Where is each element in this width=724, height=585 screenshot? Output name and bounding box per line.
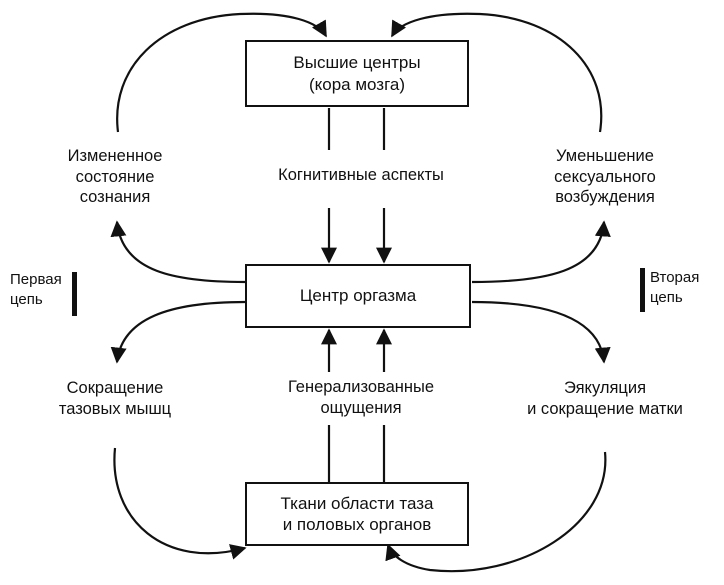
arc-center-to-pelvic xyxy=(110,300,246,364)
higher-centers-line1: Высшие центры xyxy=(293,53,421,73)
arc-decrease-to-top xyxy=(391,12,603,133)
arc-pelvic-to-bottom xyxy=(113,447,247,560)
pelvic-tissues-line2: и половых органов xyxy=(282,515,432,534)
first-chain-label: Первая цепь xyxy=(10,271,62,308)
decreased-arousal-label: Уменьшение сексуального возбуждения xyxy=(554,147,656,207)
orgasm-center-label: Центр оргазма xyxy=(299,286,417,306)
pelvic-tissues-box: Ткани области таза и половых органов xyxy=(245,482,469,546)
cognitive-aspects-label: Когнитивные аспекты xyxy=(278,166,444,184)
arc-altered-to-top xyxy=(116,12,327,133)
arc-ejaculation-to-bottom xyxy=(385,451,607,573)
orgasm-center-box: Центр оргазма xyxy=(245,264,471,328)
pelvic-contraction-label: Сокращение тазовых мышц xyxy=(58,379,172,418)
arc-center-to-decrease xyxy=(471,220,611,284)
higher-centers-box: Высшие центры (кора мозга) xyxy=(245,40,469,107)
arc-center-to-altered xyxy=(110,220,246,284)
higher-centers-line2: (кора мозга) xyxy=(308,74,406,94)
first-chain-bar xyxy=(72,272,77,316)
second-chain-label: Вторая цепь xyxy=(650,269,700,306)
altered-consciousness-label: Измененное состояние сознания xyxy=(67,147,163,207)
pelvic-tissues-line1: Ткани области таза xyxy=(280,493,434,513)
arc-center-to-ejaculation xyxy=(471,300,611,364)
second-chain-bar xyxy=(640,268,645,312)
generalized-sensations-label: Генерализованные ощущения xyxy=(287,378,435,417)
ejaculation-label: Эякуляция и сокращение матки xyxy=(527,379,683,418)
